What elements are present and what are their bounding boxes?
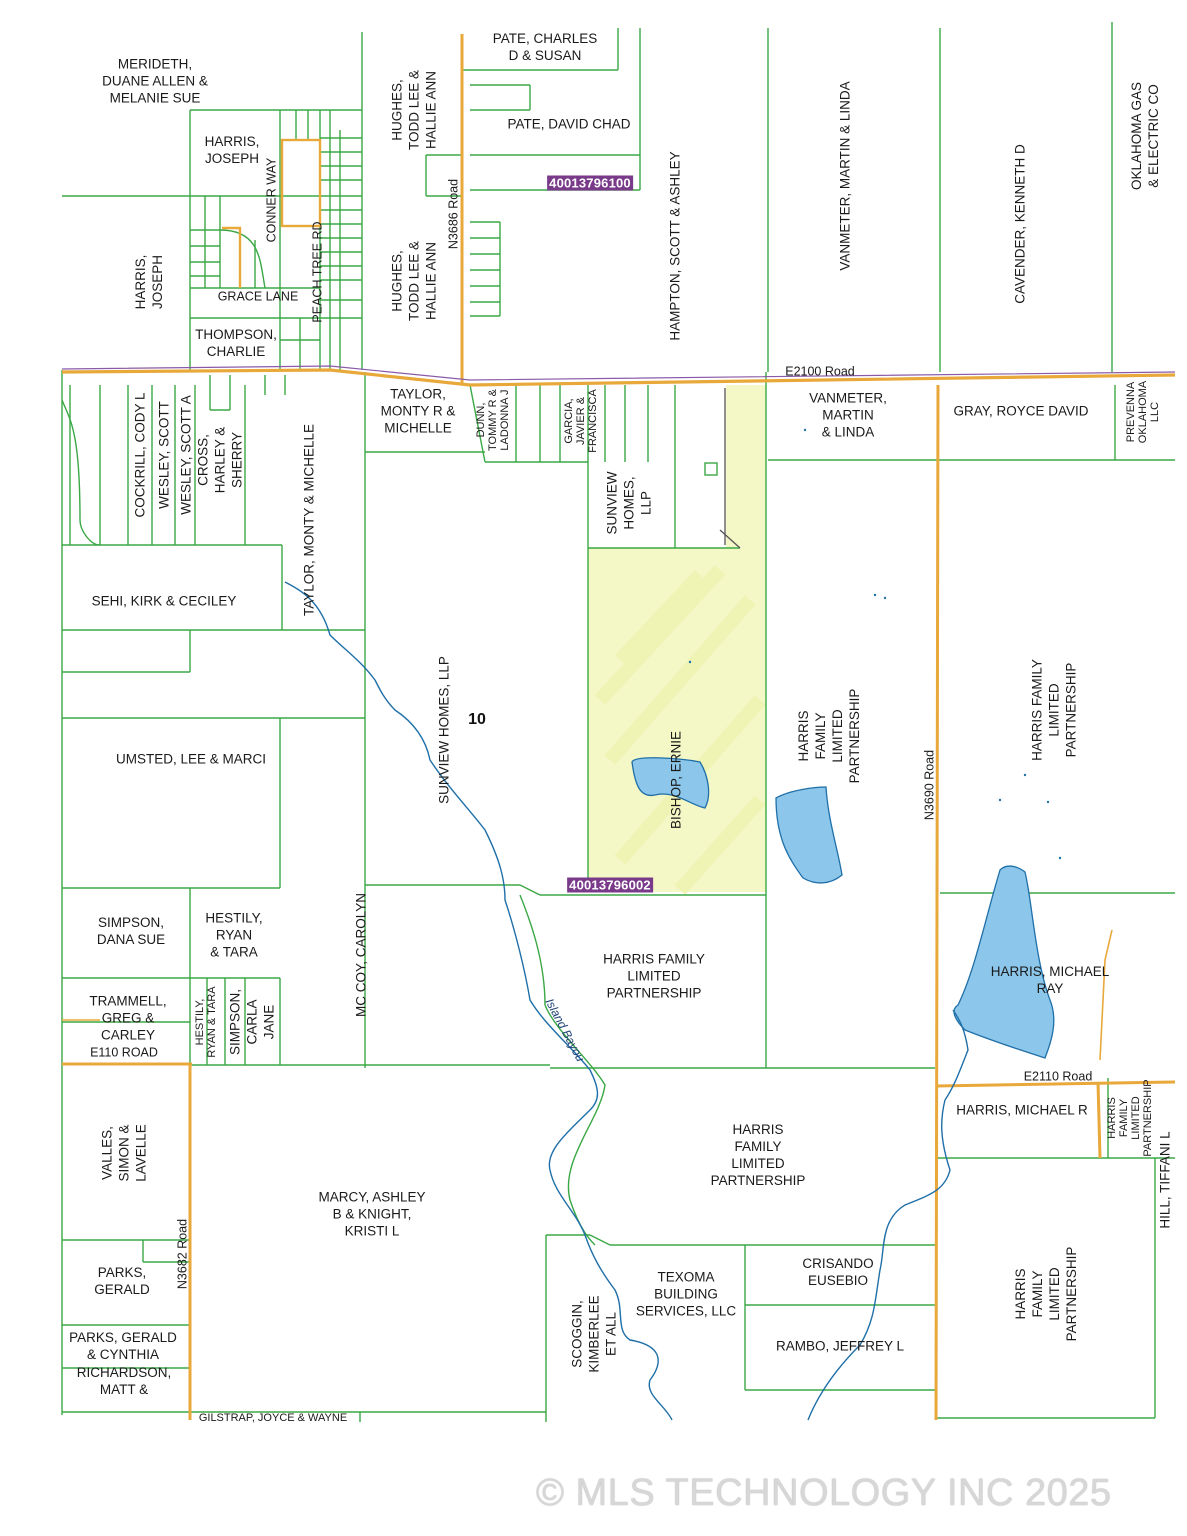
owner-label-harris-flp-small: HARRIS FAMILY LIMITED PARTNERSHIP <box>1106 1079 1154 1157</box>
owner-label-gray: GRAY, ROYCE DAVID <box>953 403 1089 419</box>
county-line <box>61 365 1176 381</box>
owner-label-richardson: RICHARDSON, MATT & <box>76 1365 172 1397</box>
owner-label-sunview-big: SUNVIEW HOMES, LLP <box>436 656 452 804</box>
owner-label-hestily-small: HESTILY, RYAN & TARA <box>194 986 218 1058</box>
owner-label-vanmeter-mid: VANMETER, MARTIN & LINDA <box>809 390 887 440</box>
owner-label-garcia: GARCIA, JAVIER & FRANCISCA <box>563 389 599 453</box>
section-number: 10 <box>468 711 486 728</box>
owner-label-prevenna: PREVENNA OKLAHOMA LLC <box>1125 380 1161 444</box>
owner-label-harris-michael-ray: HARRIS, MICHAEL RAY <box>990 964 1110 996</box>
owner-label-harris-michael-r: HARRIS, MICHAEL R <box>956 1102 1088 1118</box>
parcel-id-middle: 40013796002 <box>567 877 653 893</box>
road-label-e2100: E2100 Road <box>785 364 855 379</box>
road-label-n3686: N3686 Road <box>446 178 461 250</box>
owner-label-cockrill: COCKRILL, CODY L <box>132 392 148 518</box>
owner-label-hughes-bottom: HUGHES, TODD LEE & HALLIE ANN <box>389 240 439 322</box>
private-drive-2 <box>719 529 741 549</box>
road-label-conner-way: CONNER WAY <box>264 157 279 243</box>
owner-label-crisando: CRISANDO EUSEBIO <box>802 1256 874 1288</box>
owner-label-mccoy: MC COY, CAROLYN <box>353 892 369 1018</box>
owner-label-harris-flp-1: HARRIS FAMILY LIMITED PARTNERSHIP <box>796 688 862 784</box>
owner-label-hill: HILL, TIFFANI L <box>1157 1131 1173 1229</box>
owner-label-parks: PARKS, GERALD <box>94 1265 150 1297</box>
parcel-boundaries <box>61 22 1175 1422</box>
owner-label-dunn: DUNN, TOMMY R & LADONNA J <box>475 389 511 451</box>
owner-label-harris-flp-2: HARRIS FAMILY LIMITED PARTNERSHIP <box>1029 659 1079 761</box>
owner-label-harris-flp-3: HARRIS FAMILY LIMITED PARTNERSHIP <box>603 951 705 1001</box>
roads <box>61 34 1176 1421</box>
owner-label-scoggin: SCOGGIN, KIMBERLEE ET ALL <box>569 1295 619 1373</box>
owner-label-harris-joseph-left: HARRIS, JOSEPH <box>133 254 165 310</box>
owner-label-umsted: UMSTED, LEE & MARCI <box>115 751 267 767</box>
owner-label-harris-flp-5: HARRIS FAMILY LIMITED PARTNERSHIP <box>1013 1246 1079 1342</box>
owner-label-wesley-scott: WESLEY, SCOTT <box>156 401 172 509</box>
owner-label-vanmeter-top: VANMETER, MARTIN & LINDA <box>837 81 853 271</box>
owner-label-harris-joseph-top: HARRIS, JOSEPH <box>204 134 260 166</box>
owner-label-bishop: BISHOP, ERNIE <box>668 730 684 830</box>
owner-label-cavender: CAVENDER, KENNETH D <box>1012 144 1028 304</box>
road-label-n3690: N3690 Road <box>922 749 937 821</box>
owner-label-hestily-ryan: HESTILY, RYAN & TARA <box>205 910 263 960</box>
owner-label-trammell: TRAMMELL, GREG & CARLEY <box>89 993 167 1043</box>
owner-label-pate-charles: PATE, CHARLES D & SUSAN <box>492 31 598 63</box>
owner-label-valles: VALLES, SIMON & LAVELLE <box>99 1124 149 1182</box>
owner-label-rambo: RAMBO, JEFFREY L <box>775 1338 905 1354</box>
owner-label-taylor-vertical: TAYLOR, MONTY & MICHELLE <box>301 423 317 617</box>
owner-label-simpson-dana: SIMPSON, DANA SUE <box>96 915 166 947</box>
subdivision-outline <box>222 138 322 288</box>
owner-label-merideth: MERIDETH, DUANE ALLEN & MELANIE SUE <box>102 56 208 106</box>
owner-label-texoma: TEXOMA BUILDING SERVICES, LLC <box>635 1269 737 1319</box>
road-label-n3682: N3682 Road <box>175 1218 190 1290</box>
owner-label-marcy: MARCY, ASHLEY B & KNIGHT, KRISTI L <box>318 1189 426 1239</box>
owner-label-taylor-monty: TAYLOR, MONTY R & MICHELLE <box>380 386 456 436</box>
survey-dots <box>688 428 1062 860</box>
owner-label-parks-cynthia: PARKS, GERALD & CYNTHIA <box>69 1330 177 1362</box>
road-label-grace-lane: GRACE LANE <box>217 289 299 304</box>
owner-label-wesley-scott-a: WESLEY, SCOTT A <box>178 395 194 515</box>
copyright-watermark: © MLS TECHNOLOGY INC 2025 <box>536 1472 1112 1514</box>
owner-label-sunview-small: SUNVIEW HOMES, LLP <box>604 471 654 535</box>
owner-label-cross: CROSS, HARLEY & SHERRY <box>195 426 245 494</box>
parcel-id-top: 40013796100 <box>547 175 633 191</box>
owner-label-hughes-top: HUGHES, TODD LEE & HALLIE ANN <box>389 69 439 151</box>
owner-label-pate-david: PATE, DAVID CHAD <box>507 116 631 132</box>
owner-label-harris-flp-4: HARRIS FAMILY LIMITED PARTNERSHIP <box>710 1122 806 1188</box>
owner-label-gilstrap: GILSTRAP, JOYCE & WAYNE <box>198 1412 348 1424</box>
owner-label-oge: OKLAHOMA GAS & ELECTRIC CO <box>1129 81 1161 191</box>
owner-label-simpson-carla: SIMPSON, CARLA JANE <box>227 989 277 1056</box>
owner-label-thompson: THOMPSON, CHARLIE <box>195 327 277 359</box>
owner-label-hampton: HAMPTON, SCOTT & ASHLEY <box>667 151 683 341</box>
creek-lines <box>284 581 969 1421</box>
road-label-e2110: E2110 Road <box>1023 1069 1093 1084</box>
ponds <box>631 757 1055 1059</box>
owner-label-sehi: SEHI, KIRK & CECILEY <box>91 593 237 609</box>
road-label-e110: E110 ROAD <box>90 1045 158 1060</box>
road-label-peach-tree: PEACH TREE RD <box>310 221 325 323</box>
